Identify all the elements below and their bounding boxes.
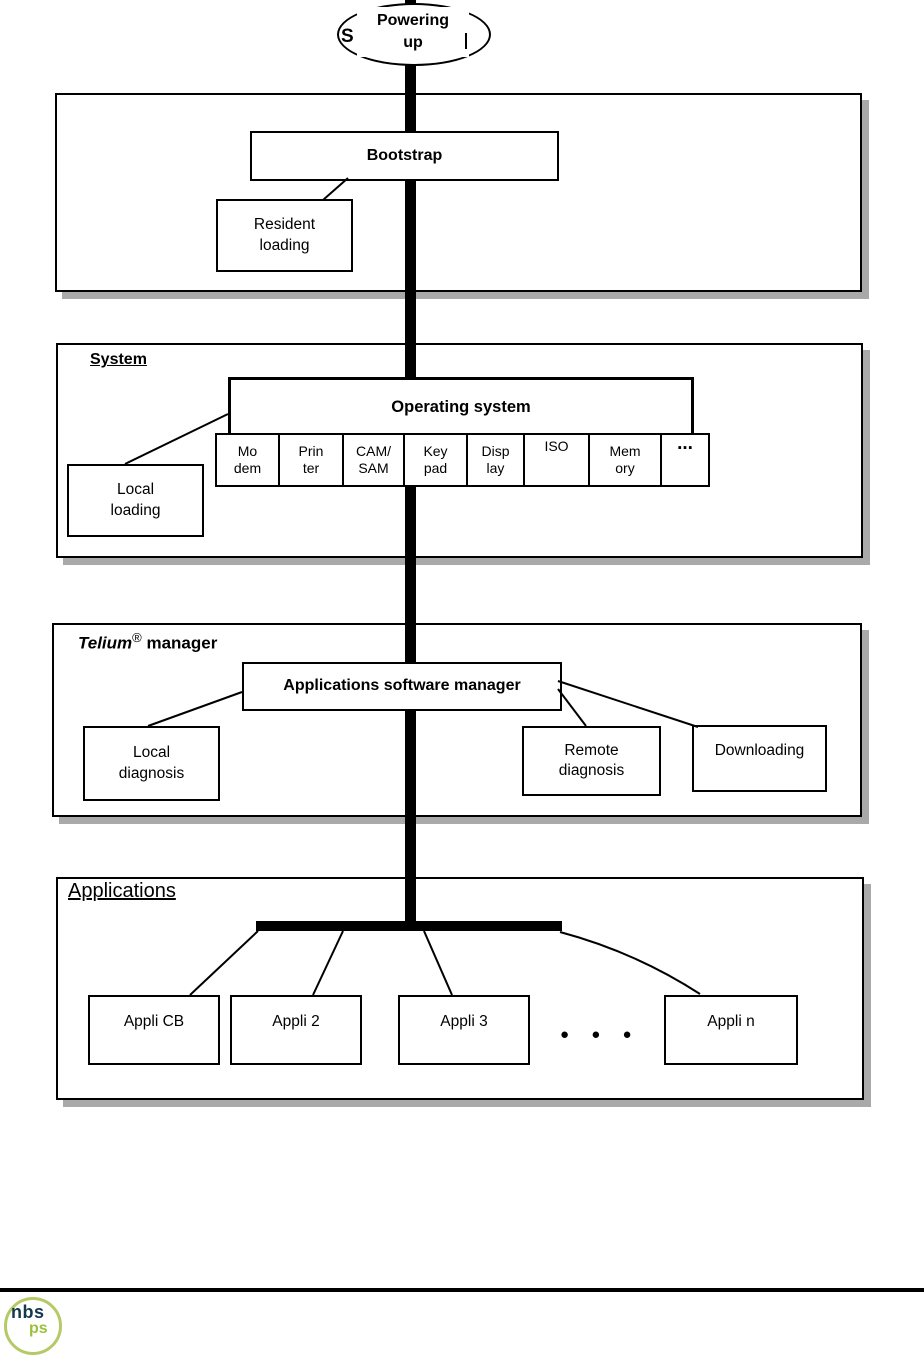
- resident-loading-box: Resident loading: [216, 199, 353, 272]
- footer-rule: [0, 1288, 924, 1292]
- logo-text-nbs: nbs: [11, 1302, 45, 1322]
- logo-text-ps: ps: [29, 1320, 48, 1337]
- driver-cam-sam: CAM/ SAM: [344, 435, 405, 485]
- system-title: System: [90, 351, 147, 368]
- remote-diagnosis-box: Remote diagnosis: [522, 726, 661, 796]
- bootstrap-box: Bootstrap: [250, 131, 559, 181]
- registered-mark: ®: [132, 630, 142, 645]
- applications-software-manager-box: Applications software manager: [242, 662, 562, 711]
- powering-up-label: Powering up: [357, 7, 469, 57]
- section-applications: [56, 877, 864, 1100]
- telium-manager-title: Telium® manager: [78, 630, 217, 654]
- driver-ellipsis: ...: [677, 433, 693, 454]
- applications-bus-bar: [256, 921, 562, 931]
- driver-iso: ISO: [525, 435, 590, 485]
- start-hidden-stroke: [465, 33, 467, 49]
- appli-n-box: Appli n: [664, 995, 798, 1065]
- appli-cb-box: Appli CB: [88, 995, 220, 1065]
- local-loading-box: Local loading: [67, 464, 204, 537]
- appli-3-box: Appli 3: [398, 995, 530, 1065]
- section-bootstrap: [55, 93, 862, 292]
- operating-system-box: Operating system: [228, 377, 694, 438]
- start-hidden-text: S: [341, 26, 354, 47]
- manager-text: manager: [141, 633, 218, 653]
- downloading-box: Downloading: [692, 725, 827, 792]
- applications-ellipsis: ● ● ●: [560, 1026, 641, 1043]
- driver-modem: Mo dem: [217, 435, 280, 485]
- driver-display: Disp lay: [468, 435, 525, 485]
- driver-printer: Prin ter: [280, 435, 344, 485]
- driver-memory: Mem ory: [590, 435, 662, 485]
- telium-brand: Telium: [78, 633, 133, 653]
- driver-keypad: Key pad: [405, 435, 468, 485]
- driver-strip: Mo dem Prin ter CAM/ SAM Key pad Disp la…: [215, 433, 710, 487]
- appli-2-box: Appli 2: [230, 995, 362, 1065]
- applications-title: Applications: [68, 880, 176, 902]
- local-diagnosis-box: Local diagnosis: [83, 726, 220, 801]
